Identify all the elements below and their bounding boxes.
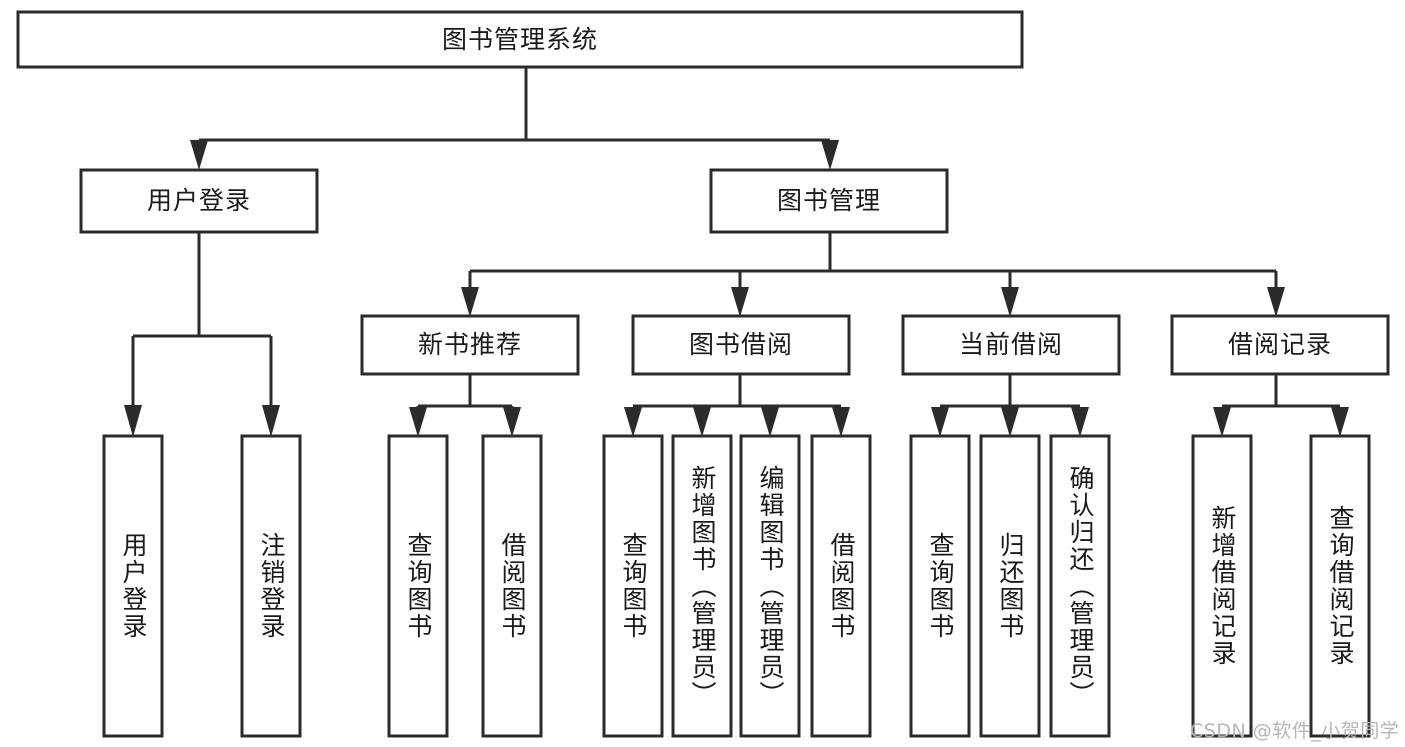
node-label-leaf-borrow-query: 查询图书	[619, 532, 648, 640]
node-label-leaf-cur-confirm: 确认归还（管理员）	[1066, 464, 1095, 708]
arrow-to-user-login	[190, 140, 208, 170]
node-box-leaf-cur-confirm[interactable]	[1049, 434, 1111, 738]
arrow-leaf-cur-return	[1001, 407, 1019, 437]
arrow-to-current-borrow	[1001, 287, 1019, 317]
node-box-leaf-rec-query[interactable]	[387, 434, 449, 738]
arrow-leaf-cur-confirm	[1071, 407, 1089, 437]
node-box-leaf-user-login[interactable]	[102, 434, 164, 738]
node-box-leaf-rec-add[interactable]	[1191, 434, 1253, 738]
node-label-leaf-user-login: 用户登录	[119, 532, 148, 640]
node-box-new-book-rec[interactable]	[360, 314, 580, 376]
arrow-leaf-rec-search	[1331, 407, 1349, 437]
node-label-leaf-user-logout: 注销登录	[257, 532, 286, 640]
node-label-leaf-borrow-edit: 编辑图书（管理员）	[756, 464, 785, 708]
arrow-leaf-user-logout	[262, 405, 280, 437]
arrow-leaf-borrow-add	[693, 407, 711, 437]
arrow-leaf-user-login	[124, 405, 142, 437]
node-label-leaf-borrow-add: 新增图书（管理员）	[688, 464, 717, 708]
node-box-user-login[interactable]	[79, 168, 319, 234]
arrow-leaf-borrow-query	[624, 407, 642, 437]
node-label-leaf-rec-search: 查询借阅记录	[1326, 505, 1355, 667]
node-box-leaf-borrow-lend[interactable]	[810, 434, 872, 738]
node-label-book-borrow: 图书借阅	[688, 330, 793, 360]
arrow-leaf-rec-query	[409, 407, 427, 437]
node-label-leaf-borrow-lend: 借阅图书	[827, 532, 856, 640]
node-box-leaf-borrow-edit[interactable]	[739, 434, 801, 738]
arrow-leaf-borrow-lend	[832, 407, 850, 437]
node-box-leaf-borrow-add[interactable]	[671, 434, 733, 738]
node-box-current-borrow[interactable]	[901, 314, 1121, 376]
node-label-borrow-record: 借阅记录	[1227, 330, 1332, 360]
node-box-leaf-cur-query[interactable]	[909, 434, 971, 738]
node-box-layer	[16, 10, 1390, 738]
connector-layer	[124, 67, 1349, 437]
arrow-leaf-cur-query	[931, 407, 949, 437]
node-box-leaf-borrow-query[interactable]	[602, 434, 664, 738]
node-box-borrow-record[interactable]	[1170, 314, 1390, 376]
node-label-current-borrow: 当前借阅	[958, 330, 1063, 360]
node-box-leaf-rec-borrow[interactable]	[481, 434, 543, 738]
node-label-user-login: 用户登录	[146, 186, 251, 216]
node-label-leaf-cur-return: 归还图书	[996, 532, 1025, 640]
node-box-root[interactable]	[16, 10, 1024, 69]
arrow-leaf-rec-borrow	[503, 407, 521, 437]
arrow-leaf-rec-add	[1213, 407, 1231, 437]
arrow-to-borrow-record	[1267, 287, 1285, 317]
node-label-leaf-rec-borrow: 借阅图书	[498, 532, 527, 640]
arrow-to-book-borrow	[731, 287, 749, 317]
node-box-leaf-cur-return[interactable]	[979, 434, 1041, 738]
arrow-to-new-book-rec	[461, 287, 479, 317]
node-label-root: 图书管理系统	[441, 24, 598, 54]
node-box-leaf-rec-search[interactable]	[1309, 434, 1371, 738]
node-label-new-book-rec: 新书推荐	[417, 330, 522, 360]
arrow-to-book-manage	[821, 140, 839, 170]
node-label-leaf-cur-query: 查询图书	[926, 532, 955, 640]
node-label-leaf-rec-query: 查询图书	[404, 532, 433, 640]
node-label-leaf-rec-add: 新增借阅记录	[1208, 505, 1237, 667]
node-label-book-manage: 图书管理	[776, 186, 881, 216]
node-box-book-borrow[interactable]	[631, 314, 851, 376]
node-box-leaf-user-logout[interactable]	[240, 434, 302, 738]
node-box-book-manage[interactable]	[709, 168, 949, 234]
arrow-leaf-borrow-edit	[761, 407, 779, 437]
